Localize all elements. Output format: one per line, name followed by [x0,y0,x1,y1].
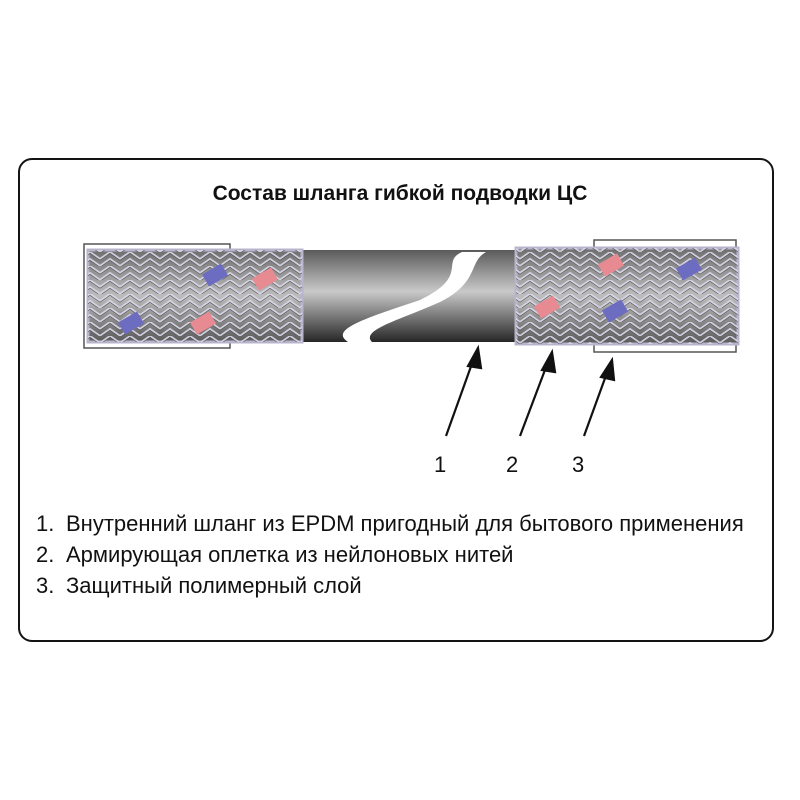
legend-text: Внутренний шланг из EPDM пригодный для б… [66,511,744,536]
legend-text: Армирующая оплетка из нейлоновых нитей [66,542,514,567]
legend-item: 2. Армирующая оплетка из нейлоновых ните… [36,541,776,569]
legend-list: 1. Внутренний шланг из EPDM пригодный дл… [36,510,776,603]
right-braided-section [514,239,740,353]
blue-strand-marker [601,299,629,323]
callout-arrow-3 [582,369,610,437]
blue-strand-marker [117,311,145,335]
pink-strand-marker [533,295,561,319]
callout-label-1: 1 [434,452,446,477]
legend-item: 3. Защитный полимерный слой [36,572,776,600]
legend-text: Защитный полимерный слой [66,573,362,598]
callout-label-2: 2 [506,452,518,477]
pink-strand-marker [251,267,279,291]
legend-number: 3. [36,573,55,598]
legend-number: 1. [36,511,55,536]
info-card [18,158,774,642]
legend-item: 1. Внутренний шланг из EPDM пригодный дл… [36,510,776,538]
callout-arrowhead-2 [540,348,557,374]
callout-label-3: 3 [572,452,584,477]
diagram-title: Состав шланга гибкой подводки ЦС [212,182,588,205]
callout-arrow-2 [518,361,550,437]
callout-arrowhead-1 [466,344,483,370]
pink-strand-marker [597,253,625,277]
blue-strand-marker [201,263,229,287]
legend-number: 2. [36,542,55,567]
blue-strand-marker [675,257,703,281]
callout-arrowhead-3 [599,356,616,382]
left-braided-section [83,243,304,349]
callout-arrow-1 [444,357,476,437]
pink-strand-marker [189,311,217,335]
inner-hose [300,250,518,342]
